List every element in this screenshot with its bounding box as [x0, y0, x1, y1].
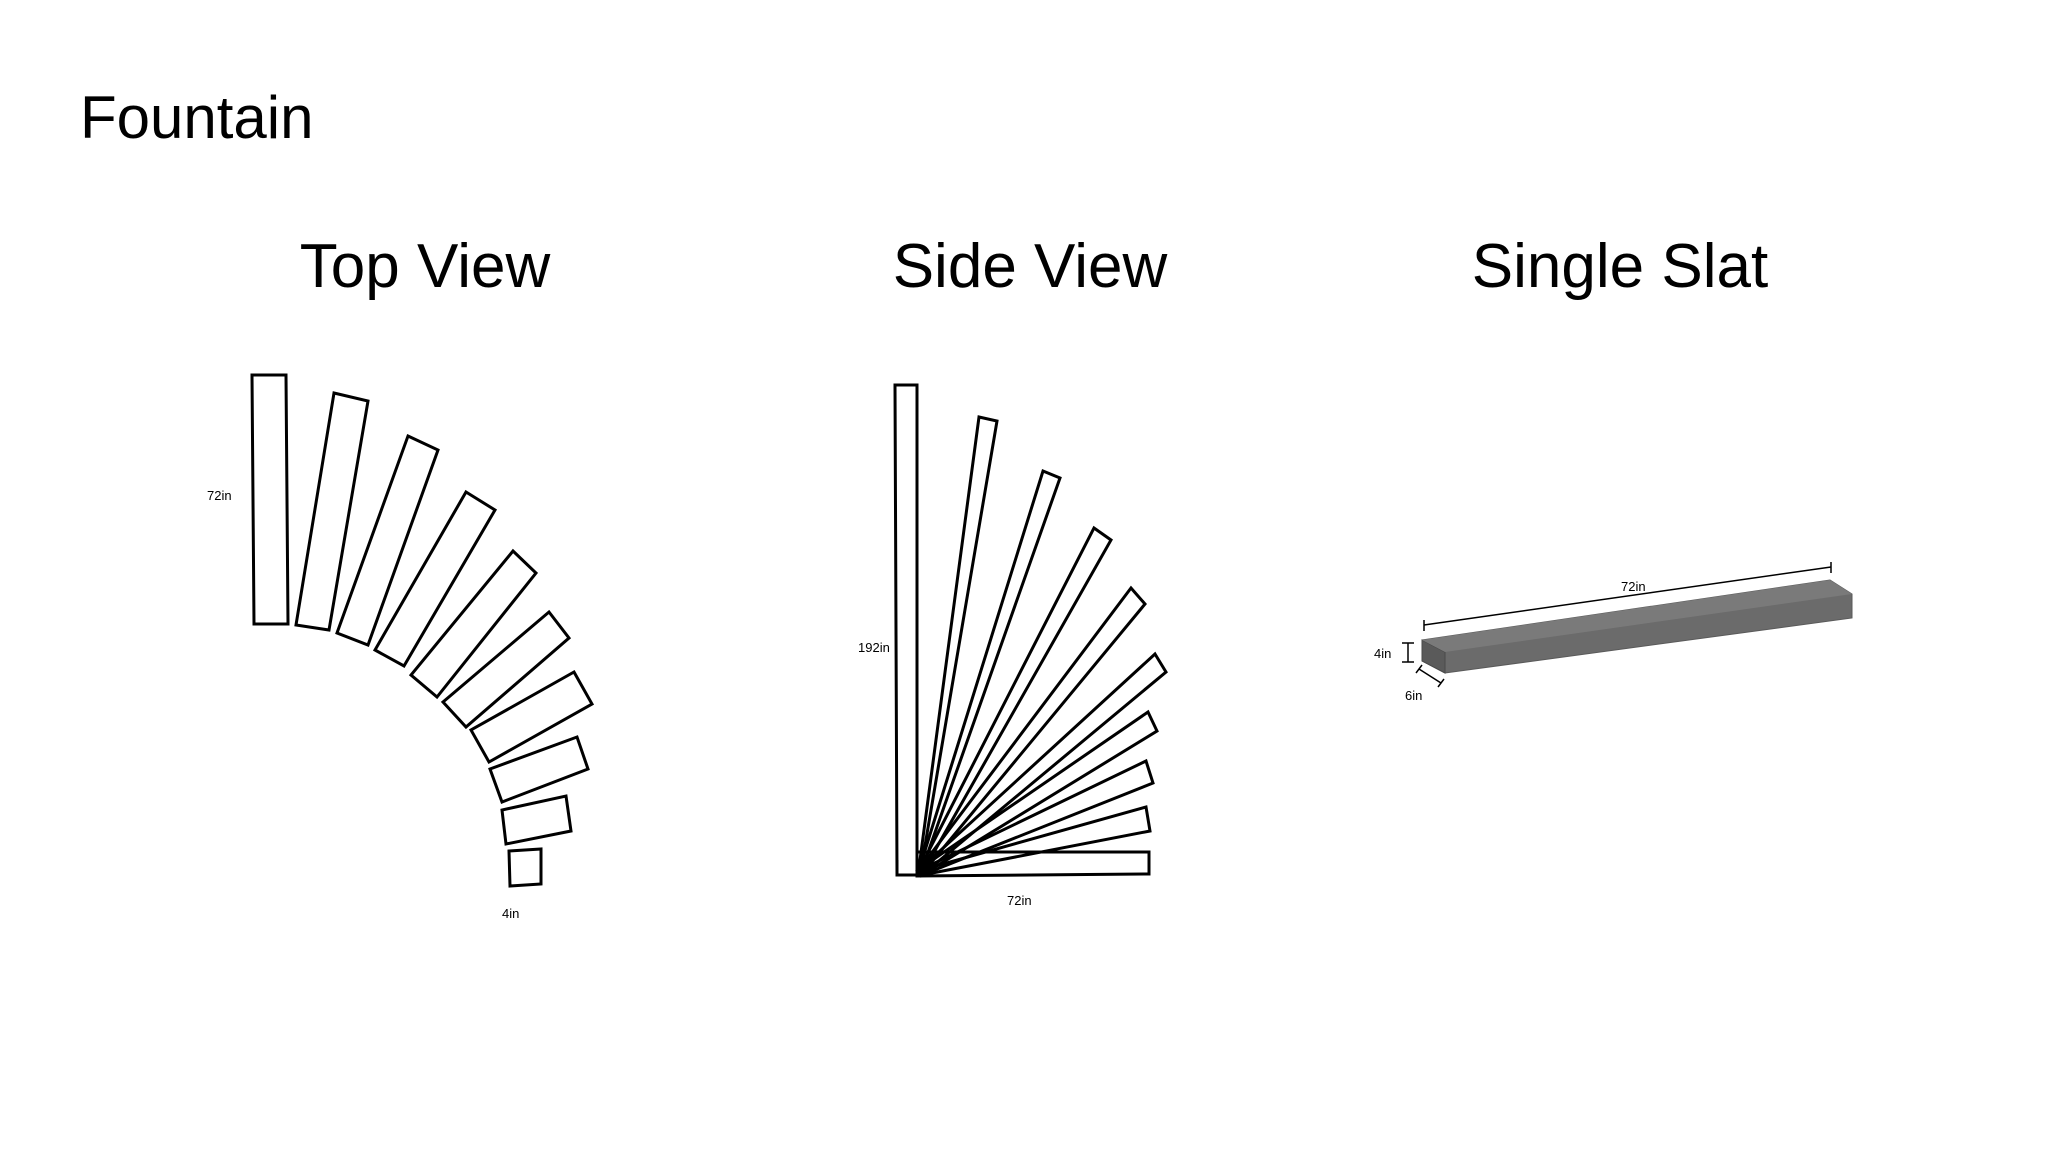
- slat-depth-dimension: [1415, 664, 1445, 688]
- side-view-slat: [916, 415, 999, 877]
- slat-height-dimension: [1402, 642, 1414, 663]
- top-view-end-label: 4in: [502, 906, 519, 921]
- top-view-slat: [294, 391, 370, 632]
- single-slat-drawing: [1402, 562, 1853, 688]
- page-title: Fountain: [80, 84, 314, 151]
- side-view-slat-horizontal: [915, 850, 1151, 878]
- side-view-drawing: [893, 383, 1168, 878]
- side-view-slat: [915, 651, 1168, 878]
- top-view-slat: [488, 735, 590, 804]
- single-slat-title: Single Slat: [1471, 232, 1769, 301]
- top-view-slat: [335, 433, 440, 647]
- top-view-drawing: [250, 373, 595, 888]
- side-view-title: Side View: [892, 232, 1168, 301]
- side-view-height-label: 192in: [858, 640, 890, 655]
- slat-length-label: 72in: [1621, 579, 1646, 594]
- top-view-length-label: 72in: [207, 488, 232, 503]
- top-view-slat: [507, 847, 543, 888]
- top-view-title: Top View: [299, 232, 551, 301]
- slat-top-face: [1422, 580, 1852, 652]
- top-view-slat: [500, 794, 573, 846]
- top-view-slat: [468, 669, 595, 765]
- top-view-slat: [250, 373, 290, 626]
- slat-height-label: 4in: [1374, 646, 1391, 661]
- top-view-slat: [440, 609, 572, 730]
- side-view-slat-vertical: [893, 383, 919, 877]
- top-view-slat: [372, 489, 498, 669]
- side-view-width-label: 72in: [1007, 893, 1032, 908]
- slat-depth-label: 6in: [1405, 688, 1422, 703]
- slat-length-dimension: [1423, 562, 1832, 631]
- top-view-slat: [408, 548, 539, 700]
